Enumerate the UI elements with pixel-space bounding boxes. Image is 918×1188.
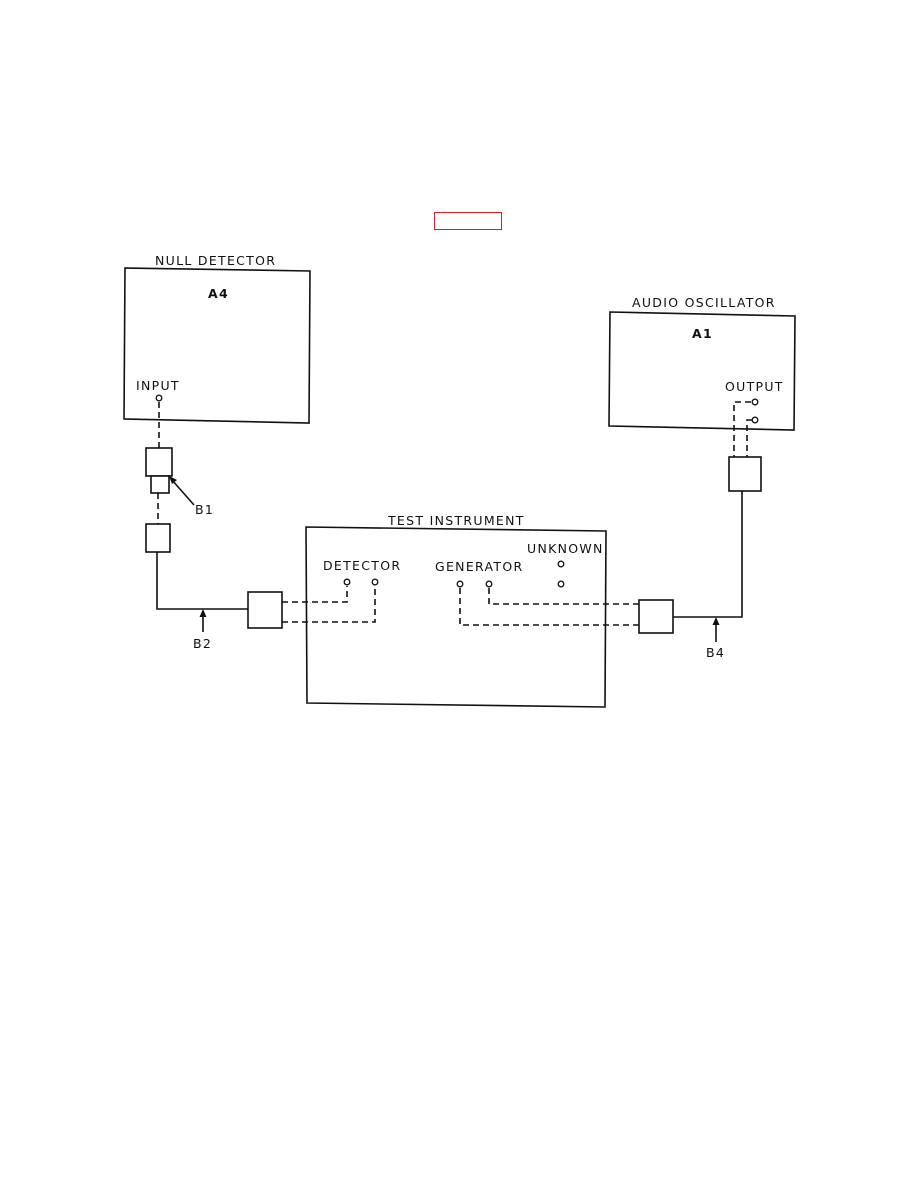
detector-lead-1	[282, 586, 348, 603]
generator-terminal-1	[456, 580, 464, 588]
detector-terminal-1	[343, 578, 351, 586]
adapter-b1-lower	[150, 475, 170, 494]
null-detector-input-terminal	[155, 394, 163, 402]
detector-terminal-2	[371, 578, 379, 586]
null-detector-id: A4	[208, 286, 229, 301]
generator-lead-1	[459, 588, 639, 626]
b1-callout-line	[171, 479, 195, 506]
b1-callout-arrowhead	[169, 476, 177, 484]
generator-label: GENERATOR	[435, 559, 523, 574]
audio-oscillator: AUDIO OSCILLATOR A1 OUTPUT	[608, 295, 796, 431]
generator-lead-2	[488, 588, 639, 605]
detector-lead-2	[282, 586, 376, 623]
unknown-label: UNKNOWN	[527, 541, 604, 556]
audio-oscillator-output-terminal-2	[751, 416, 759, 424]
test-instrument-box	[305, 526, 607, 708]
detector-label: DETECTOR	[323, 558, 401, 573]
cable-b4	[673, 491, 743, 618]
null-detector-box	[123, 267, 311, 424]
output-lead-1	[733, 401, 751, 457]
b1-callout-label: B1	[195, 502, 214, 517]
unknown-terminal-1	[557, 560, 565, 568]
output-cable-connector	[728, 456, 762, 492]
b4-callout-label: B4	[706, 645, 725, 660]
audio-oscillator-id: A1	[692, 326, 713, 341]
adapter-b1-upper	[145, 447, 173, 477]
detector-cable-connector	[247, 591, 283, 629]
generator-terminal-2	[485, 580, 493, 588]
b2-callout-arrowhead	[199, 609, 207, 617]
null-detector-input-label: INPUT	[136, 378, 180, 393]
audio-oscillator-output-terminal-1	[751, 398, 759, 406]
unknown-terminal-2	[557, 580, 565, 588]
figure-marker-box	[434, 212, 502, 230]
cable-b2-end-connector	[145, 523, 171, 553]
test-instrument: TEST INSTRUMENT UNKNOWN DETECTOR GENERAT…	[305, 513, 607, 708]
cable-b2	[156, 552, 248, 610]
output-lead-2	[746, 419, 752, 457]
generator-cable-connector	[638, 599, 674, 634]
audio-oscillator-output-label: OUTPUT	[725, 379, 784, 394]
null-detector-title: NULL DETECTOR	[155, 253, 276, 268]
b4-callout-arrowhead	[712, 617, 720, 625]
test-instrument-title: TEST INSTRUMENT	[387, 513, 525, 528]
audio-oscillator-box	[608, 311, 796, 431]
null-detector: NULL DETECTOR A4 INPUT	[123, 253, 311, 424]
b2-callout-label: B2	[193, 636, 212, 651]
audio-oscillator-title: AUDIO OSCILLATOR	[632, 295, 776, 310]
